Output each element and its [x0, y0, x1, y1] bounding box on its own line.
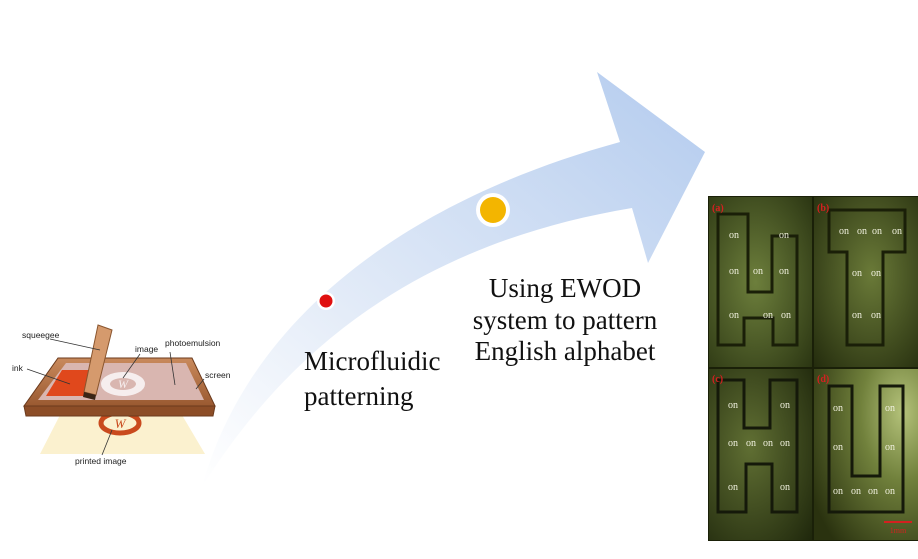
panel-c-letter-outline — [716, 378, 799, 514]
stage1-text-line2: patterning — [304, 381, 413, 411]
leader-printed-image — [101, 429, 113, 456]
marker-red-dot-fill — [319, 294, 333, 308]
squeegee-blade — [83, 392, 96, 400]
printed-logo-letter: W — [115, 416, 127, 431]
label-image: image — [135, 344, 158, 354]
leader-squeegee — [49, 338, 101, 351]
stage2-text-line2: system to pattern — [473, 305, 658, 335]
panel-c: (c) on on on on on on on on — [709, 369, 812, 540]
marker-yellow-dot-fill — [480, 197, 506, 223]
ewod-panels: (a) on on on on on on on on (b) on on on… — [708, 196, 918, 541]
panel-b-bg — [814, 197, 918, 367]
panel-d: (d) on on on on on on on on 1mm — [814, 369, 918, 540]
stage2-text-line3: English alphabet — [475, 336, 656, 366]
panel-c-cell: on — [780, 400, 790, 411]
screen-logo-letter: W — [118, 377, 129, 391]
leader-ink — [26, 368, 71, 385]
panel-c-cell: on — [780, 438, 790, 449]
arrow-body — [202, 72, 705, 487]
scale-bar-label: 1mm — [890, 526, 907, 535]
panel-a-letter: (a) — [712, 203, 724, 214]
panel-d-cell: on — [851, 486, 861, 497]
panel-a-cell: on — [729, 310, 739, 321]
panel-b-letter-outline — [827, 208, 907, 347]
label-printed-image: printed image — [75, 456, 127, 466]
panel-c-cell: on — [746, 438, 756, 449]
panel-a-cell: on — [779, 266, 789, 277]
panel-b-cell: on — [871, 310, 881, 321]
process-arrow — [202, 72, 705, 487]
panel-b-cell: on — [892, 226, 902, 237]
panel-c-cell: on — [763, 438, 773, 449]
panel-a-cell: on — [781, 310, 791, 321]
panel-b-cell: on — [839, 226, 849, 237]
ink-area — [46, 370, 92, 396]
panel-b-cell: on — [872, 226, 882, 237]
panel-a: (a) on on on on on on on on — [709, 197, 812, 367]
panel-d-cell: on — [885, 486, 895, 497]
panel-a-cell: on — [753, 266, 763, 277]
panel-b-cell: on — [852, 310, 862, 321]
panel-c-letter: (c) — [712, 374, 723, 385]
panel-d-cell: on — [833, 442, 843, 453]
label-photoemulsion: photoemulsion — [165, 338, 221, 348]
panel-a-cell: on — [779, 230, 789, 241]
leader-photoemulsion — [169, 351, 176, 386]
panel-b: (b) on on on on on on on on — [814, 197, 918, 367]
panel-b-cell: on — [857, 226, 867, 237]
panel-a-cell: on — [763, 310, 773, 321]
panel-c-cell: on — [728, 438, 738, 449]
label-squeegee: squeegee — [22, 330, 60, 340]
panel-a-letter-outline — [716, 212, 799, 347]
label-screen: screen — [205, 370, 231, 380]
leader-screen — [195, 378, 205, 390]
panel-d-cell: on — [833, 486, 843, 497]
panel-d-cell: on — [833, 403, 843, 414]
panel-b-cell: on — [852, 268, 862, 279]
screen-printing-illustration: W W squeegee image photoemulsion i — [12, 324, 231, 466]
panel-c-cell: on — [728, 400, 738, 411]
stage1-text-line1: Microfluidic — [304, 346, 440, 376]
leader-image — [122, 353, 141, 379]
panel-d-cell: on — [885, 442, 895, 453]
panel-d-cell: on — [885, 403, 895, 414]
panel-c-cell: on — [728, 482, 738, 493]
screen-logo: W — [101, 372, 145, 396]
panel-b-cell: on — [871, 268, 881, 279]
panel-a-cell: on — [729, 266, 739, 277]
stage2-text-line1: Using EWOD — [489, 273, 641, 303]
panel-c-cell: on — [780, 482, 790, 493]
panel-d-cell: on — [868, 486, 878, 497]
panel-a-cell: on — [729, 230, 739, 241]
panel-d-letter-outline — [827, 384, 905, 514]
panel-b-letter: (b) — [817, 203, 829, 214]
label-ink: ink — [12, 363, 24, 373]
panel-a-bg — [709, 197, 812, 367]
panel-d-letter: (d) — [817, 374, 829, 385]
frame-front-edge — [23, 405, 216, 417]
